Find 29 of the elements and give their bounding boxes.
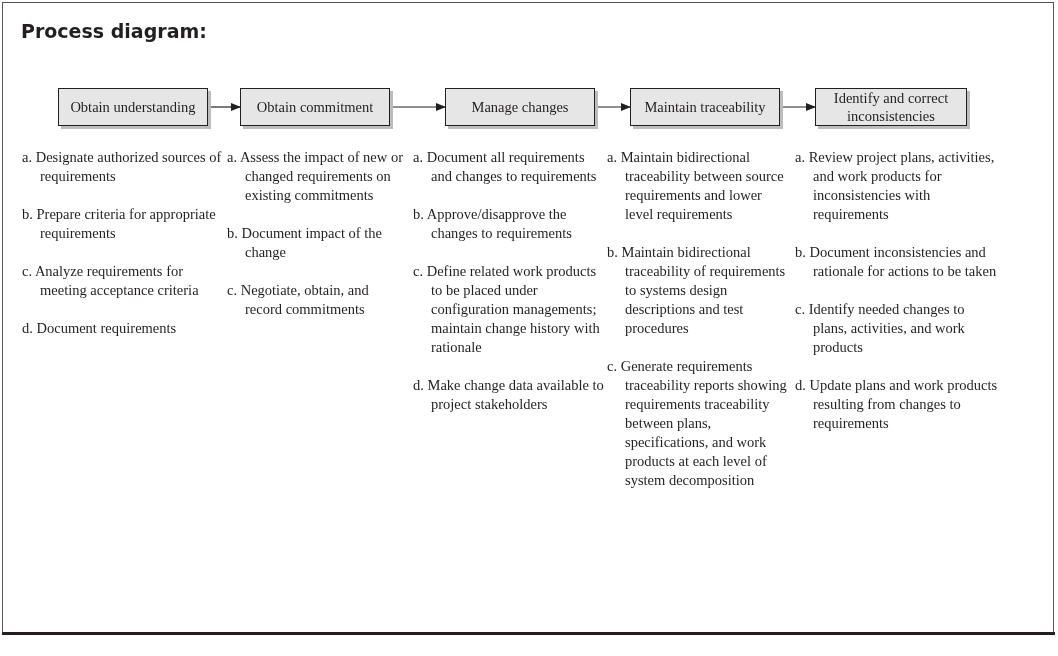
- activity-item: a. Review project plans, activities, and work products for inconsistencies with requirements: [795, 148, 996, 224]
- activity-item: c. Define related work products to be placed under configuration managements; maintain change history with rationale: [413, 262, 601, 357]
- process-label: Maintain traceability: [644, 98, 766, 116]
- process-label: Obtain commitment: [256, 98, 374, 116]
- activity-item: a. Assess the impact of new or changed requirements on existing commitments: [227, 148, 404, 205]
- activity-item: d. Make change data available to project stakeholders: [413, 376, 605, 414]
- process-box: [58, 88, 208, 126]
- activity-item: b. Maintain bidirectional traceability of requirements to systems design descriptions and test procedures: [607, 243, 787, 338]
- activity-item: a. Maintain bidirectional traceability between source requirements and lower level requirements: [607, 148, 785, 224]
- activity-item: a. Document all requirements and changes to requirements: [413, 148, 598, 186]
- process-label: Obtain understanding: [70, 98, 196, 116]
- process-box: [630, 88, 780, 126]
- activity-item: c. Generate requirements traceability reports showing requirements traceability between plans, specifications, and work products at each level of system decomposition: [607, 357, 788, 490]
- process-box: [445, 88, 595, 126]
- activity-item: c. Identify needed changes to plans, activities, and work products: [795, 300, 966, 357]
- activity-item: c. Negotiate, obtain, and record commitments: [227, 281, 370, 319]
- process-label: Identify and correct inconsistencies: [832, 89, 950, 125]
- activity-item: a. Designate authorized sources of requirements: [22, 148, 222, 186]
- activity-item: b. Document impact of the change: [227, 224, 384, 262]
- activity-item: b. Prepare criteria for appropriate requirements: [22, 205, 217, 243]
- activity-item: b. Document inconsistencies and rationale for actions to be taken: [795, 243, 998, 281]
- process-label: Manage changes: [471, 98, 569, 116]
- activity-item: d. Update plans and work products resulting from changes to requirements: [795, 376, 999, 433]
- activity-item: d. Document requirements: [22, 319, 178, 338]
- diagram-title: Process diagram:: [21, 20, 207, 42]
- activity-item: c. Analyze requirements for meeting acceptance criteria: [22, 262, 200, 300]
- process-box: [815, 88, 967, 126]
- process-box: [240, 88, 390, 126]
- activity-item: b. Approve/disapprove the changes to requirements: [413, 205, 573, 243]
